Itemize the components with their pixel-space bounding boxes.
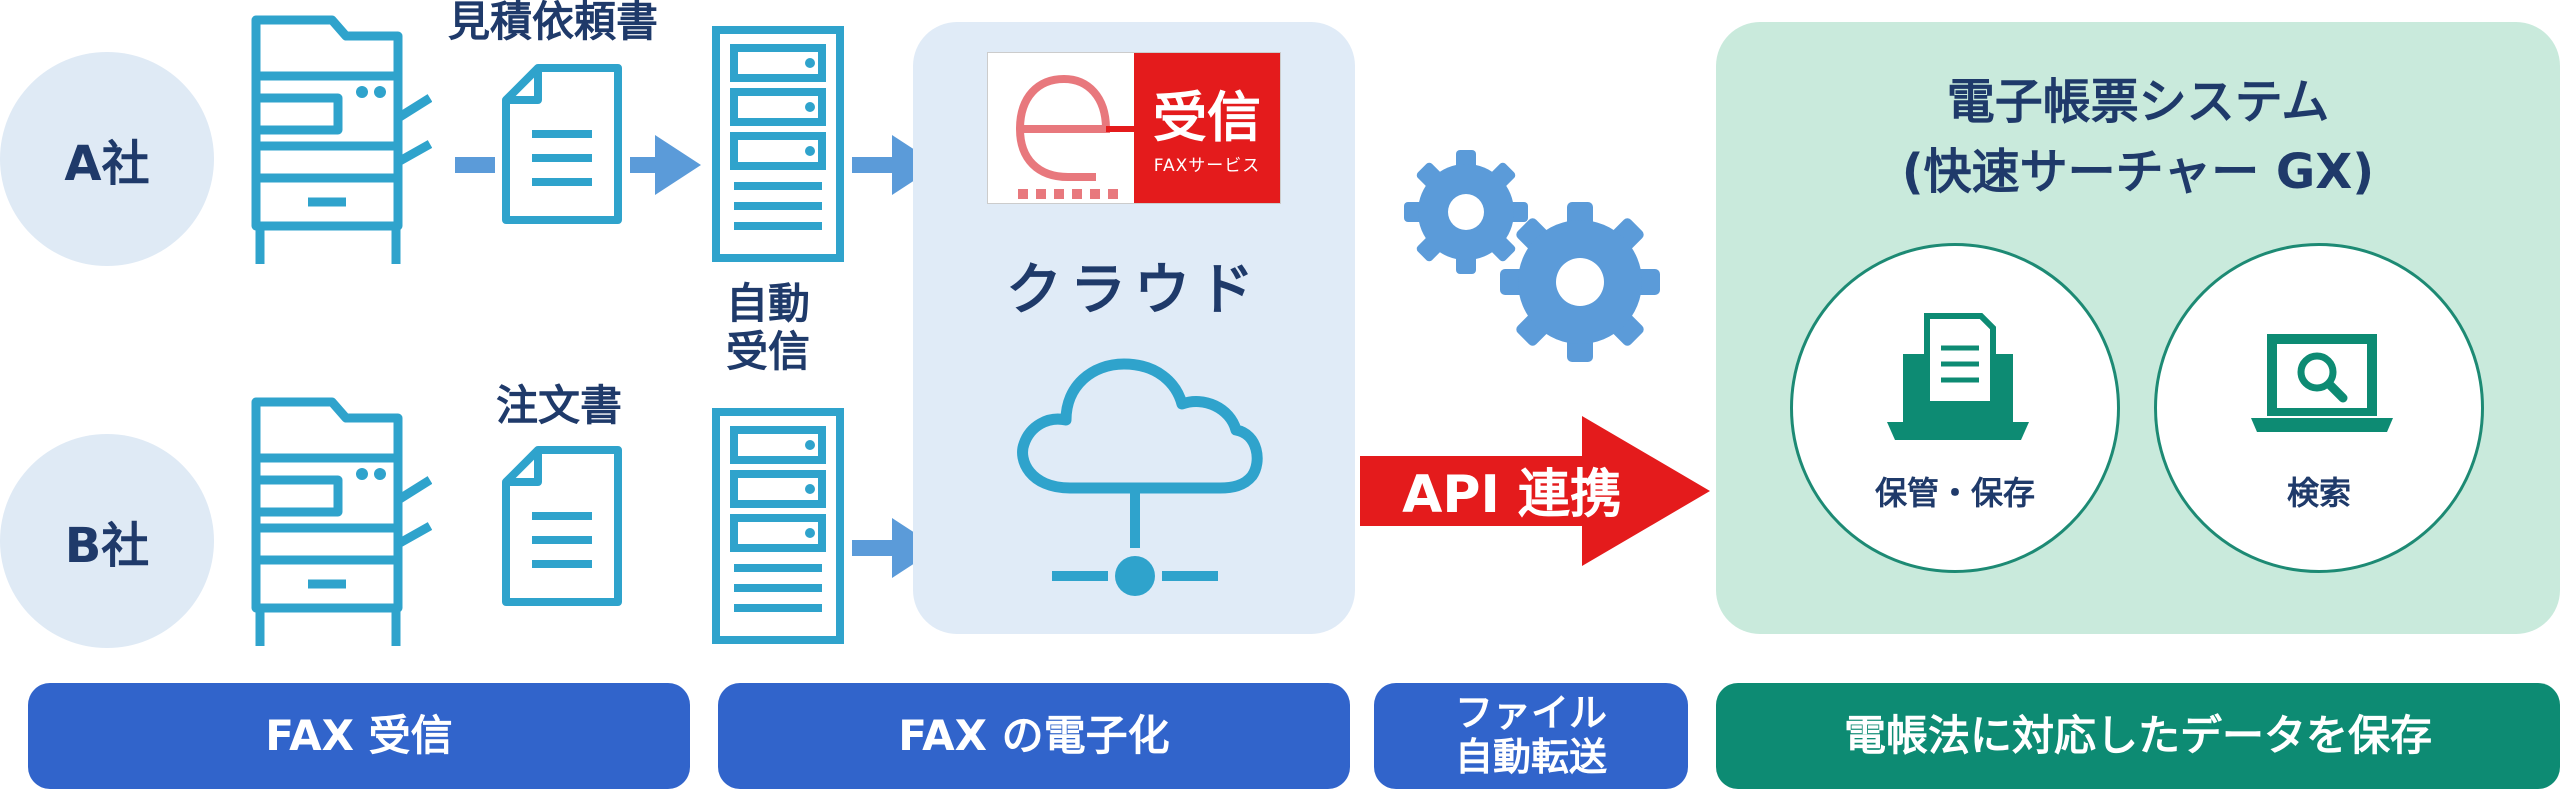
feature-search: 検索 bbox=[2154, 243, 2484, 573]
company-a-label: A社 bbox=[64, 136, 150, 192]
server-b-icon bbox=[712, 408, 844, 644]
fax-machine-a-icon bbox=[251, 15, 432, 264]
arrow-fax-to-server bbox=[455, 135, 701, 195]
company-b: B社 bbox=[0, 434, 214, 648]
stage-fax-receive: FAX 受信 bbox=[28, 683, 690, 789]
company-a: A社 bbox=[0, 52, 214, 266]
order-form-label: 注文書 bbox=[496, 381, 623, 430]
feature-storage: 保管・保存 bbox=[1790, 243, 2120, 573]
e-jushin-logo-text: 受信 bbox=[1153, 86, 1261, 149]
auto-receive-label: 自動 受信 bbox=[726, 279, 811, 377]
cloud-label: クラウド bbox=[1006, 258, 1262, 323]
document-estimate-icon bbox=[502, 64, 622, 224]
stage-fax-digitize: FAX の電子化 bbox=[718, 683, 1350, 789]
server-a-icon bbox=[712, 26, 844, 262]
fax-machine-b-icon bbox=[251, 397, 432, 646]
stage-file-transfer-label: ファイル 自動転送 bbox=[1454, 691, 1607, 779]
stage-fax-digitize-label: FAX の電子化 bbox=[898, 710, 1170, 760]
api-arrow-label: API 連携 bbox=[1402, 465, 1622, 525]
feature-search-label: 検索 bbox=[2286, 474, 2351, 512]
api-arrow bbox=[1360, 416, 1710, 566]
estimate-request-label: 見積依頼書 bbox=[448, 0, 659, 46]
system-title: 電子帳票システム (快速サーチャー GX) bbox=[1716, 68, 2560, 207]
laptop-document-icon bbox=[1887, 313, 2029, 440]
system-title-line2: (快速サーチャー GX) bbox=[1901, 143, 2375, 200]
system-title-line1: 電子帳票システム bbox=[1946, 74, 2330, 130]
gears-icon bbox=[1404, 150, 1660, 362]
stage-file-transfer: ファイル 自動転送 bbox=[1374, 683, 1688, 789]
e-jushin-logo: 受信 FAXサービス bbox=[987, 52, 1281, 204]
stage-save-data-label: 電帳法に対応したデータを保存 bbox=[1843, 710, 2432, 760]
company-b-label: B社 bbox=[64, 518, 150, 574]
stage-save-data: 電帳法に対応したデータを保存 bbox=[1716, 683, 2560, 789]
stage-fax-receive-label: FAX 受信 bbox=[265, 710, 453, 760]
feature-storage-label: 保管・保存 bbox=[1874, 474, 2035, 512]
document-order-icon bbox=[502, 446, 622, 606]
e-jushin-logo-red-block: 受信 FAXサービス bbox=[1134, 53, 1280, 203]
e-jushin-logo-subtext: FAXサービス bbox=[1153, 156, 1261, 176]
cloud-network-icon bbox=[1017, 358, 1263, 596]
e-jushin-logo-mark bbox=[1015, 74, 1134, 199]
laptop-search-icon bbox=[2251, 334, 2393, 432]
